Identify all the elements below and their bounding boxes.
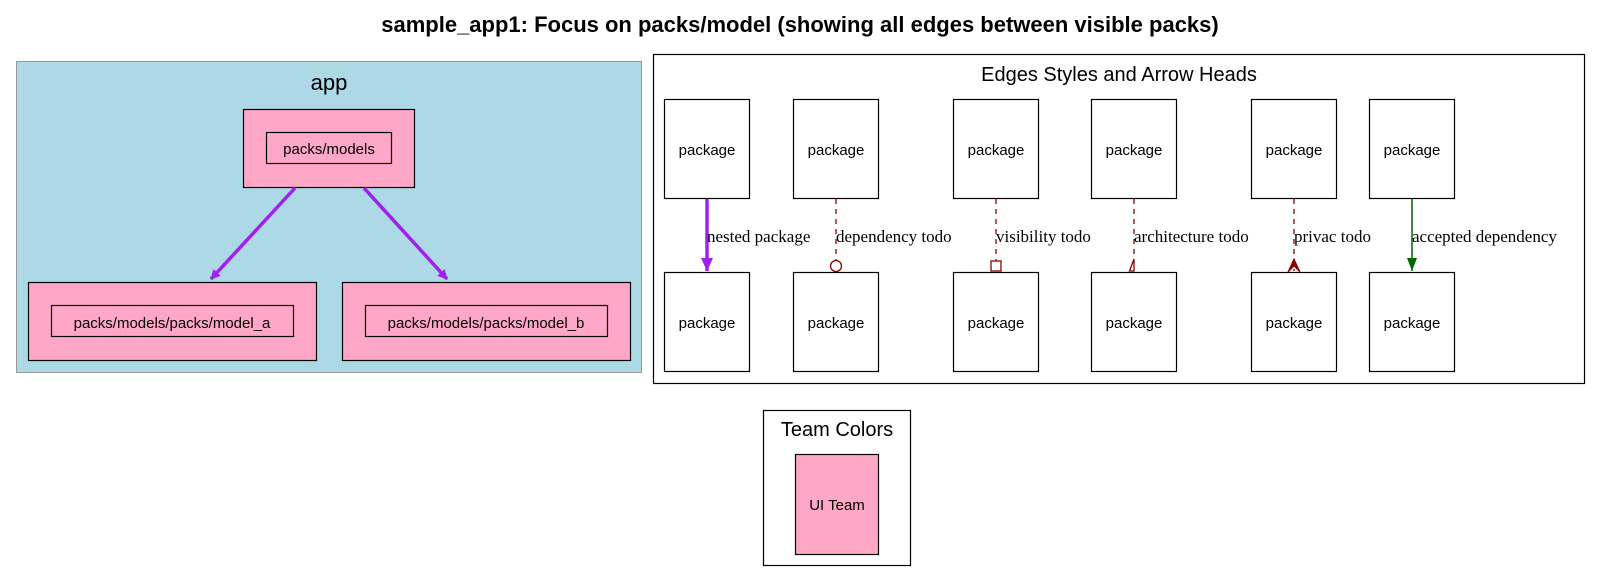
pack-node-label: packs/models/packs/model_b <box>388 315 585 332</box>
legend-edge-label: accepted dependency <box>1412 227 1557 246</box>
pack-node-inner <box>364 304 609 338</box>
legend-edge-label: privac todo <box>1294 227 1371 246</box>
team-colors-legend: Team Colors UI Team <box>762 409 912 567</box>
legend-edge-label: architecture todo <box>1134 227 1249 246</box>
legend-package-node <box>1090 98 1178 200</box>
pack-node-model-a[interactable]: packs/models/packs/model_a <box>27 281 318 362</box>
pack-node-models[interactable]: packs/models <box>242 108 416 189</box>
pack-node-inner <box>265 131 393 165</box>
legend-package-node <box>952 98 1040 200</box>
legend-package-label: package <box>1106 315 1163 332</box>
half-open-arrowhead-icon <box>1128 258 1135 272</box>
legend-package-label: package <box>1384 142 1441 159</box>
pack-node-inner <box>50 304 295 338</box>
diagram-title: sample_app1: Focus on packs/model (showi… <box>381 12 1218 37</box>
legend-package-label: package <box>679 315 736 332</box>
legend-column-nested-package: package package nested package <box>663 98 810 373</box>
legend-package-node <box>1250 271 1338 373</box>
legend-package-node <box>792 98 880 200</box>
pack-node-model-b[interactable]: packs/models/packs/model_b <box>341 281 632 362</box>
legend-package-label: package <box>968 315 1025 332</box>
legend-package-node <box>1368 271 1456 373</box>
legend-package-label: package <box>679 142 736 159</box>
app-cluster: app packs/models packs/models/packs/mode… <box>16 61 642 373</box>
pack-node-label: packs/models <box>283 141 375 158</box>
legend-package-label: package <box>808 142 865 159</box>
legend-package-label: package <box>808 315 865 332</box>
crow-arrowhead-icon <box>1287 257 1301 273</box>
edge-legend-title: Edges Styles and Arrow Heads <box>981 64 1257 86</box>
legend-column-accepted-dependency: package package accepted dependency <box>1368 98 1557 373</box>
legend-package-node <box>952 271 1040 373</box>
edge-style-legend: Edges Styles and Arrow Heads package pac… <box>652 53 1586 385</box>
team-colors-title: Team Colors <box>781 419 893 441</box>
obox-arrowhead-icon <box>990 260 1002 272</box>
legend-column-architecture-todo: package package architecture todo <box>1090 98 1249 373</box>
legend-package-label: package <box>1266 315 1323 332</box>
app-cluster-label: app <box>311 70 348 95</box>
team-swatch-ui-team[interactable]: UI Team <box>794 453 880 556</box>
legend-package-node <box>792 271 880 373</box>
legend-package-label: package <box>968 142 1025 159</box>
team-swatch-label: UI Team <box>809 497 865 514</box>
legend-package-node <box>663 271 751 373</box>
legend-column-visibility-todo: package package visibility todo <box>952 98 1091 373</box>
legend-package-node <box>1368 98 1456 200</box>
legend-package-label: package <box>1266 142 1323 159</box>
legend-edge-label: nested package <box>707 227 810 246</box>
legend-column-dependency-todo: package package dependency todo <box>792 98 952 373</box>
legend-package-label: package <box>1384 315 1441 332</box>
odot-arrowhead-icon <box>829 259 843 273</box>
legend-column-privacy-todo: package package privac todo <box>1250 98 1371 373</box>
legend-package-label: package <box>1106 142 1163 159</box>
legend-package-node <box>1090 271 1178 373</box>
pack-node-label: packs/models/packs/model_a <box>74 315 271 332</box>
legend-package-node <box>1250 98 1338 200</box>
team-swatch <box>794 453 880 556</box>
nested-edge-to-model-a <box>209 186 297 281</box>
legend-package-node <box>663 98 751 200</box>
nested-edge-to-model-b <box>362 186 449 281</box>
legend-edge-label: visibility todo <box>996 227 1091 246</box>
legend-edge-label: dependency todo <box>836 227 952 246</box>
